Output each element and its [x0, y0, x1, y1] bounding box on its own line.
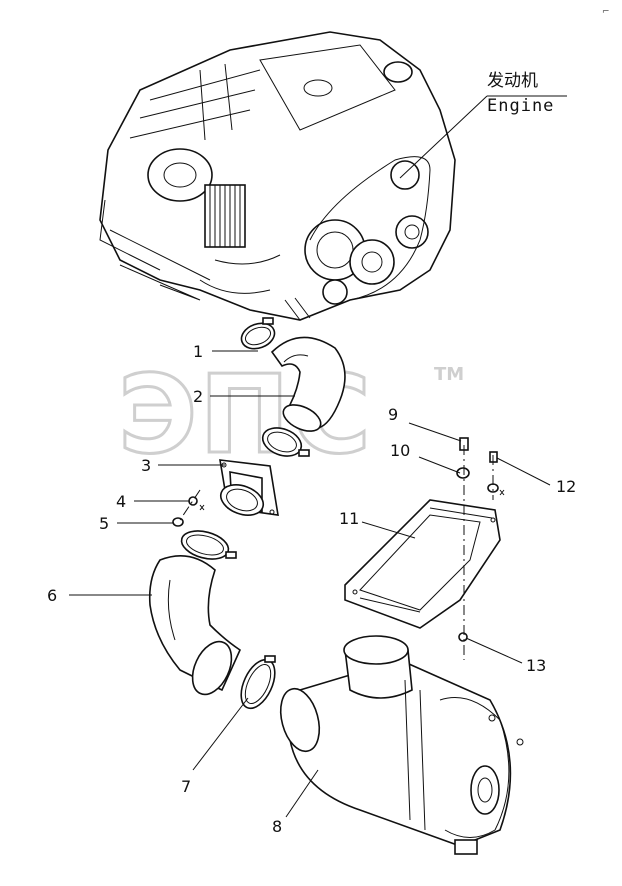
engine-label-chinese: 发动机 — [487, 71, 538, 91]
part-2-elbow-hose — [270, 336, 346, 432]
callout-11: 11 — [339, 509, 359, 528]
corner-mark: ⌐ — [602, 7, 610, 17]
callout-8: 8 — [272, 817, 282, 836]
watermark-tm: TM — [434, 364, 464, 385]
part-13-nut — [458, 632, 468, 642]
part-10-washer — [456, 467, 470, 479]
part-3-flange-tube — [219, 459, 279, 516]
callout-10: 10 — [390, 441, 410, 460]
part-1-clamp — [240, 317, 276, 350]
callout-7: 7 — [181, 777, 191, 796]
part-2-lower-clamp — [261, 427, 310, 457]
callout-12: 12 — [556, 477, 576, 496]
centerline-4-5 — [179, 489, 201, 521]
part-5-washer — [172, 517, 184, 527]
callout-6: 6 — [47, 586, 57, 605]
part-12-bolt-washer — [487, 451, 505, 496]
callout-9: 9 — [388, 405, 398, 424]
part-6-long-hose — [148, 554, 242, 696]
engine-illustration — [99, 31, 456, 321]
part-11-bracket — [344, 499, 501, 629]
part-3-lower-clamp — [180, 530, 237, 560]
callout-leaders — [69, 350, 551, 818]
callout-1: 1 — [193, 342, 203, 361]
engine-leader-line — [399, 95, 488, 179]
part-7-clamp — [240, 655, 276, 710]
part-8-air-filter — [279, 635, 524, 855]
callout-13: 13 — [526, 656, 546, 675]
callout-3: 3 — [141, 456, 151, 475]
callout-5: 5 — [99, 514, 109, 533]
callout-4: 4 — [116, 492, 126, 511]
part-4-bolt — [188, 496, 205, 511]
engine-label-english: Engine — [487, 96, 554, 116]
callout-2: 2 — [193, 387, 203, 406]
